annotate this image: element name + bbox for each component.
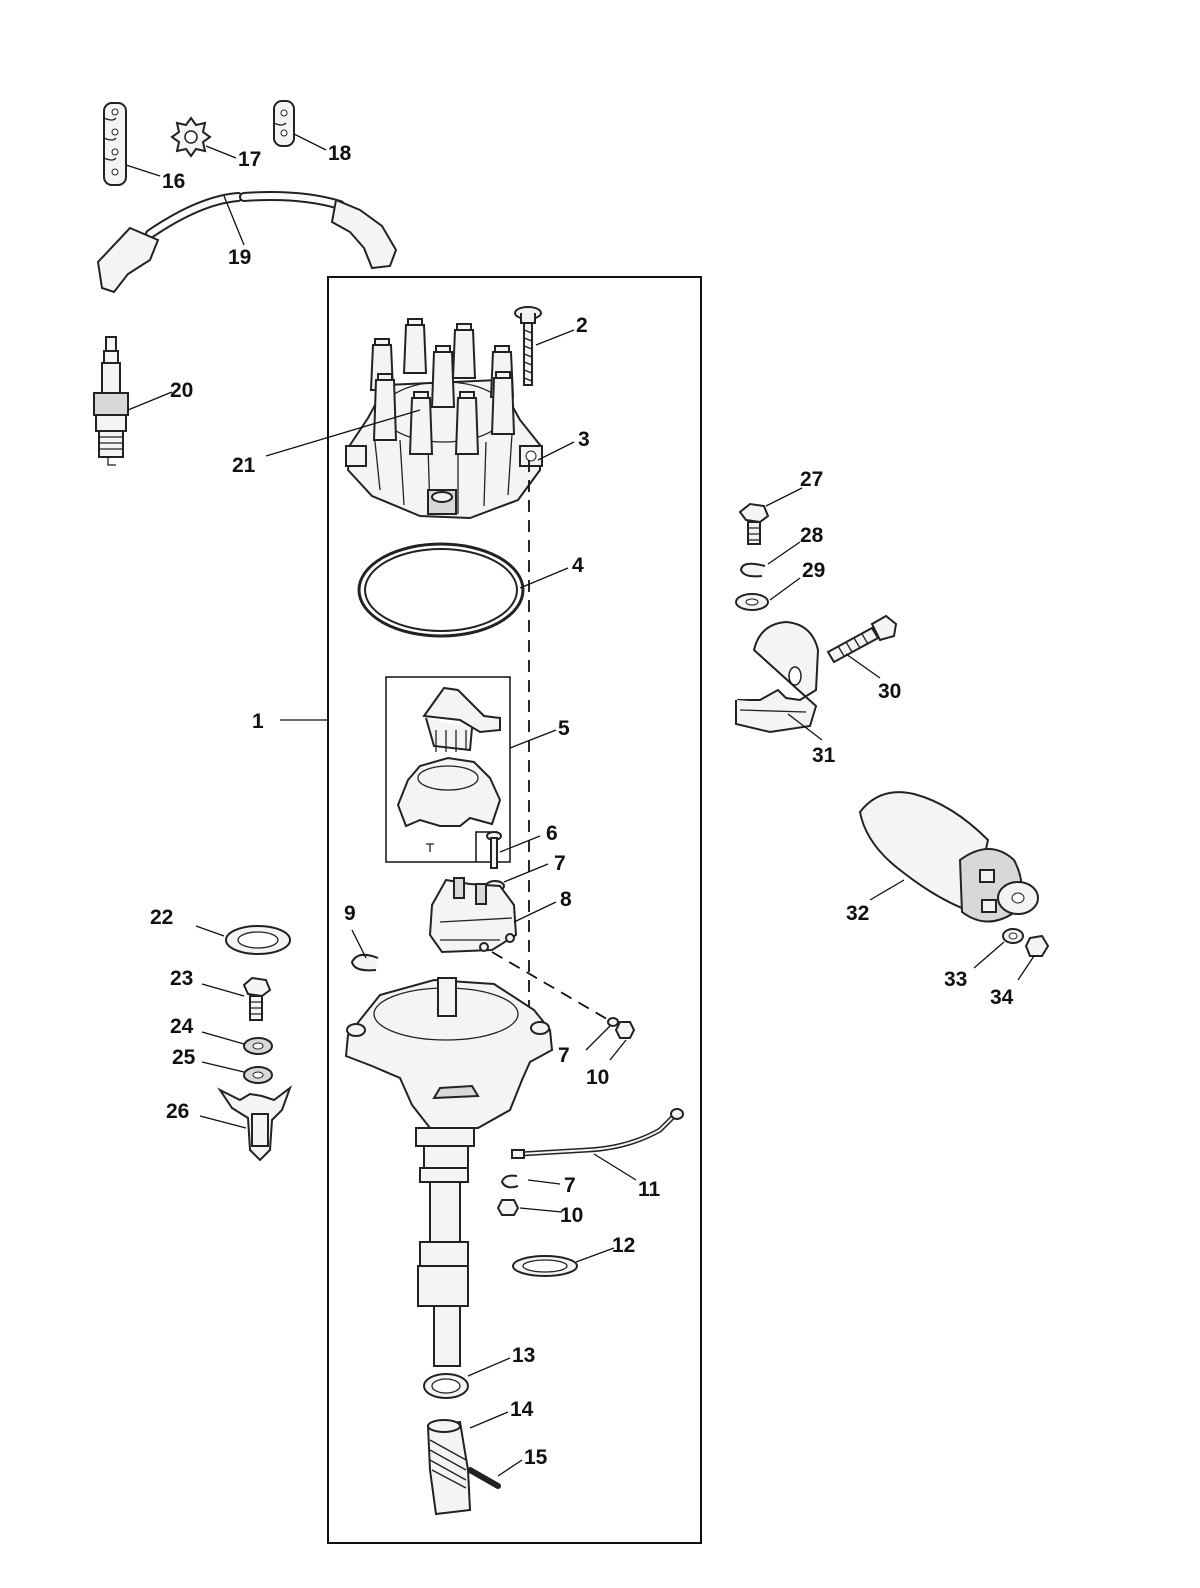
callout-27: 27 [800,468,823,491]
flat-washer-icon [243,1066,273,1084]
callout-14: 14 [510,1398,534,1421]
callout-4: 4 [572,554,584,577]
callout-24: 24 [170,1015,194,1038]
callout-15: 15 [524,1446,548,1469]
callout-8: 8 [560,888,572,911]
flat-washer-icon [735,593,769,611]
roll-pin-icon [467,1467,501,1489]
callout-25: 25 [172,1046,196,1069]
callout-7-housing: 7 [558,1044,570,1067]
hex-nut-icon [614,1021,636,1039]
callout-7-wire: 7 [564,1174,576,1197]
lock-washer-icon [607,1017,619,1027]
callout-33: 33 [944,968,967,991]
module-screw-icon [486,831,502,869]
callout-30: 30 [878,680,901,703]
leader-lines [125,133,1035,1477]
callout-13: 13 [512,1344,535,1367]
coil-clamp-icon [734,620,820,734]
callout-20: 20 [170,379,193,402]
callout-29: 29 [802,559,825,582]
callout-1: 1 [252,710,264,733]
callout-2: 2 [576,314,588,337]
distributor-assembly-box [327,276,702,1544]
callout-26: 26 [166,1100,189,1123]
star-retainer-icon [170,116,212,158]
callout-31: 31 [812,744,836,767]
callout-17: 17 [238,148,261,171]
callout-3: 3 [578,428,590,451]
ground-wire-icon [511,1108,684,1159]
thrust-washer-icon [512,1255,578,1277]
callout-9: 9 [344,902,356,925]
clamp-bolt-icon [826,614,898,664]
spark-plug-icon [93,336,129,466]
bracket-bolt-icon [738,502,770,545]
cap-screw-icon [514,306,542,386]
rotor-kit-box [385,676,511,863]
advance-weight-icon [217,1085,293,1162]
callout-34: 34 [990,986,1014,1009]
callout-16: 16 [162,170,185,193]
callout-12: 12 [612,1234,635,1257]
advance-washer-icon [225,925,291,955]
callout-28: 28 [800,524,824,547]
lock-washer-icon [1002,928,1024,944]
lock-washer-icon [500,1174,519,1189]
callout-32: 32 [846,902,869,925]
distributor-housing-icon [344,977,554,1367]
callout-10-wire: 10 [560,1204,583,1227]
hex-nut-icon [496,1199,520,1216]
ignition-module-icon [428,877,518,954]
spark-plug-wire-icon [96,191,398,294]
callout-5: 5 [558,717,570,740]
callout-22: 22 [150,906,173,929]
hex-nut-icon [1024,934,1050,957]
retaining-clip-icon [350,953,379,972]
wire-separator-small-icon [273,100,295,147]
callout-10-housing: 10 [586,1066,609,1089]
callout-19: 19 [228,246,251,269]
distributor-cap-icon [345,318,543,520]
shim-washer-icon [423,1373,469,1399]
cap-gasket-icon [357,542,525,638]
wire-separator-icon [103,102,127,186]
callout-11: 11 [638,1178,661,1201]
callout-18: 18 [328,142,352,165]
callout-21: 21 [232,454,256,477]
callout-23: 23 [170,967,193,990]
spring-washer-icon [243,1037,273,1055]
callout-6: 6 [546,822,558,845]
callout-7-module: 7 [554,852,566,875]
rotor-bolt-icon [242,976,272,1021]
ignition-coil-icon [858,791,1039,923]
lock-washer-icon [739,562,766,578]
drive-gear-icon [426,1419,472,1516]
